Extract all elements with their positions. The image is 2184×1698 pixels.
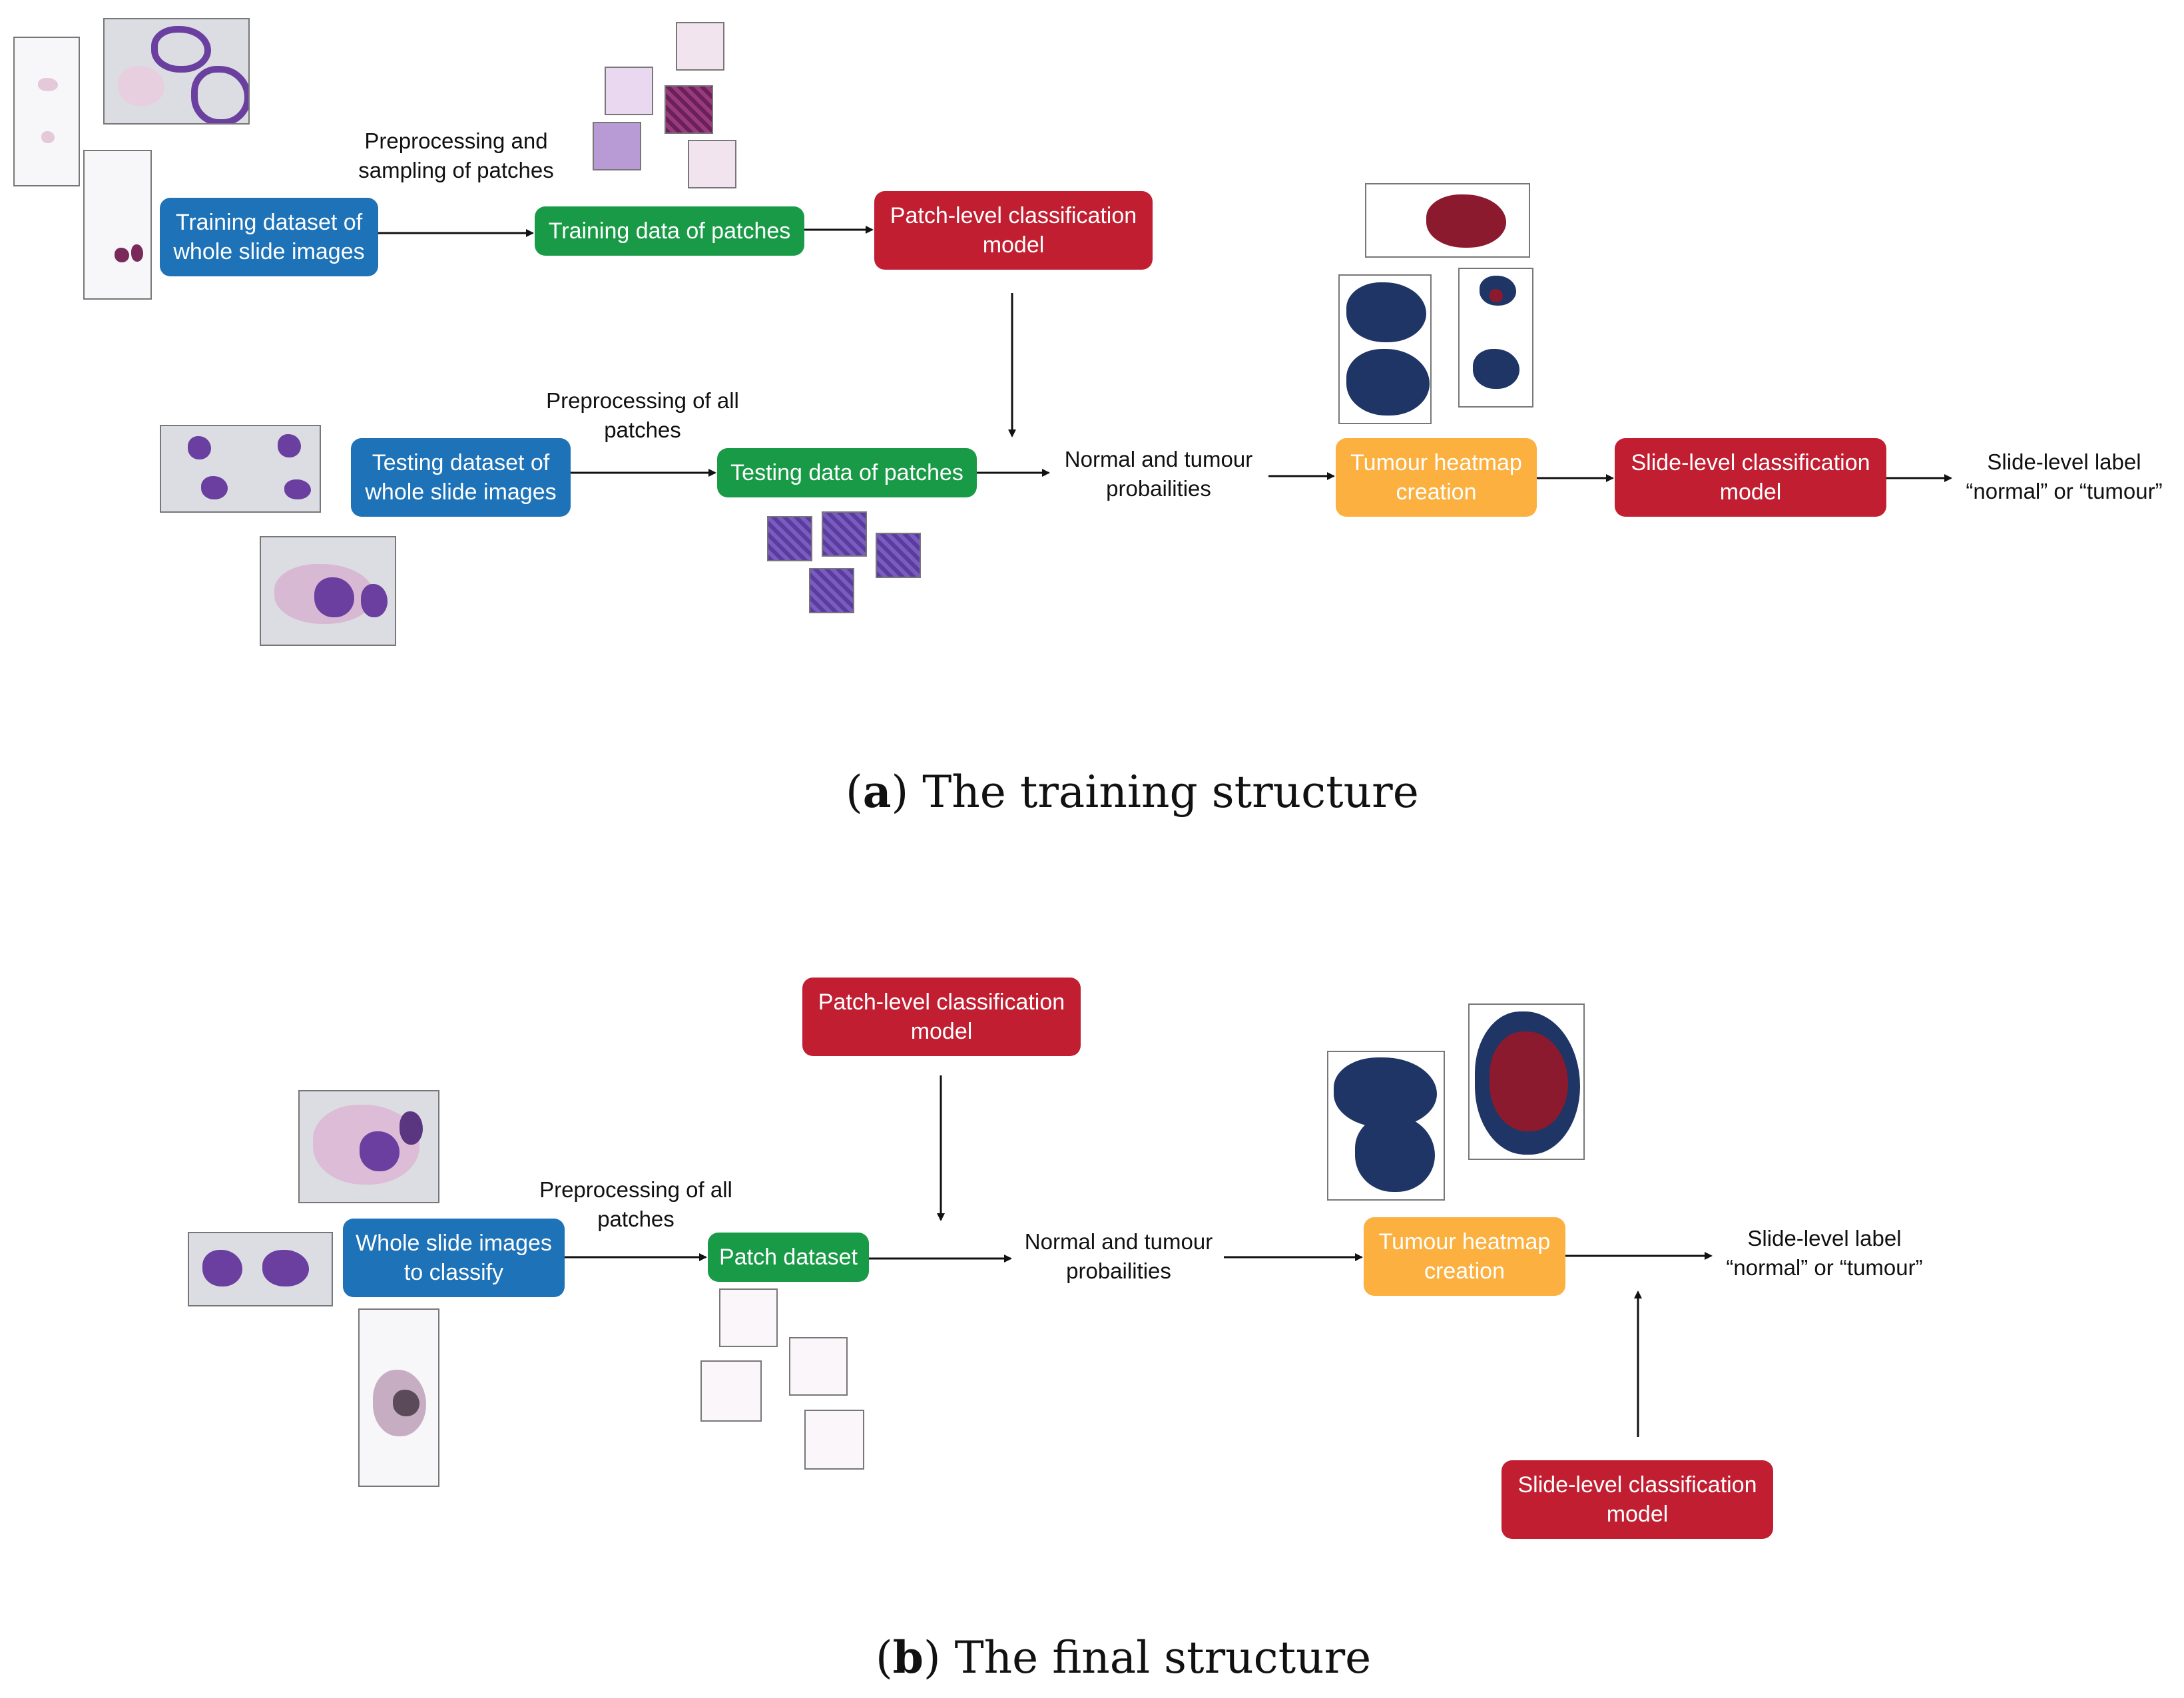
patch-model-b-line-1: Patch-level classification	[818, 990, 1065, 1015]
training-patch-thumbnail-3	[665, 85, 713, 134]
final-heatmap-thumbnail-2	[1468, 1003, 1585, 1160]
probabilities-b-line-1: Normal and tumour	[1024, 1229, 1213, 1254]
slide-model-a-line-1: Slide-level classification	[1631, 450, 1870, 475]
training-patches-label: Training data of patches	[548, 218, 791, 244]
heatmap-box-a: Tumour heatmap creation	[1336, 438, 1537, 517]
heatmap-a-line-2: creation	[1396, 479, 1477, 505]
slide-model-box-b: Slide-level classification model	[1502, 1460, 1773, 1539]
testing-patch-thumbnail-3	[876, 533, 921, 578]
patch-model-a-line-2: model	[982, 232, 1045, 258]
heatmap-b-line-2: creation	[1424, 1259, 1505, 1284]
slide-model-b-line-2: model	[1606, 1502, 1669, 1527]
slide-label-b-line-2: “normal” or “tumour”	[1726, 1255, 1923, 1280]
wsi-classify-line-1: Whole slide images	[356, 1231, 552, 1256]
slide-label-a-line-1: Slide-level label	[1987, 449, 2141, 474]
preprocessing-sampling-line-2: sampling of patches	[358, 158, 554, 182]
slide-label-b-line-1: Slide-level label	[1747, 1226, 1902, 1251]
caption-a-text: The training structure	[922, 766, 1419, 818]
training-dataset-line-1: Training dataset of	[175, 210, 363, 235]
preprocessing-sampling-label: Preprocessing and sampling of patches	[326, 127, 586, 185]
slide-label-a: Slide-level label “normal” or “tumour”	[1944, 447, 2184, 506]
heatmap-thumbnail-3	[1458, 268, 1533, 408]
patch-dataset-box: Patch dataset	[708, 1233, 869, 1282]
training-patch-thumbnail-1	[676, 22, 724, 71]
final-slide-thumbnail-3	[358, 1308, 439, 1487]
training-slide-thumbnail-2	[103, 18, 250, 125]
final-patch-thumbnail-1	[719, 1288, 778, 1347]
heatmap-b-line-1: Tumour heatmap	[1378, 1229, 1551, 1255]
training-patch-thumbnail-4	[593, 122, 641, 170]
final-patch-thumbnail-3	[700, 1360, 762, 1422]
training-patches-box: Training data of patches	[535, 206, 804, 256]
preprocessing-sampling-line-1: Preprocessing and	[364, 129, 548, 153]
slide-label-b: Slide-level label “normal” or “tumour”	[1705, 1224, 1944, 1282]
slide-model-a-line-2: model	[1719, 479, 1782, 505]
slide-label-a-line-2: “normal” or “tumour”	[1966, 479, 2163, 503]
testing-dataset-line-1: Testing dataset of	[372, 450, 550, 475]
heatmap-thumbnail-2	[1338, 274, 1432, 424]
patch-model-box-b: Patch-level classification model	[802, 978, 1081, 1056]
probabilities-a-line-1: Normal and tumour	[1064, 447, 1253, 471]
slide-model-b-line-1: Slide-level classification	[1517, 1472, 1757, 1498]
patch-model-box-a: Patch-level classification model	[874, 191, 1153, 270]
final-patch-thumbnail-4	[804, 1410, 864, 1470]
probabilities-a-line-2: probailities	[1106, 476, 1211, 501]
heatmap-thumbnail-1	[1365, 183, 1530, 258]
patch-dataset-label: Patch dataset	[719, 1245, 858, 1270]
testing-dataset-line-2: whole slide images	[365, 479, 557, 505]
testing-slide-thumbnail-2	[260, 536, 396, 646]
training-patch-thumbnail-5	[688, 140, 736, 188]
training-slide-thumbnail-3	[83, 150, 152, 300]
probabilities-b-line-2: probailities	[1066, 1259, 1171, 1283]
preprocessing-all-a-line-2: patches	[604, 418, 681, 442]
testing-patches-label: Testing data of patches	[730, 460, 963, 485]
testing-slide-thumbnail-1	[160, 425, 321, 513]
testing-patch-thumbnail-4	[809, 568, 854, 613]
preprocessing-all-a-line-1: Preprocessing of all	[546, 388, 739, 413]
preprocessing-all-label-a: Preprocessing of all patches	[526, 386, 759, 445]
probabilities-label-b: Normal and tumour probailities	[1002, 1227, 1235, 1286]
wsi-classify-box: Whole slide images to classify	[343, 1219, 565, 1297]
final-heatmap-thumbnail-1	[1327, 1051, 1445, 1201]
caption-b: (b) The final structure	[876, 1631, 1372, 1683]
training-slide-thumbnail-1	[13, 37, 80, 186]
preprocessing-all-b-line-1: Preprocessing of all	[539, 1177, 732, 1202]
caption-a-letter: a	[862, 766, 892, 818]
probabilities-label-a: Normal and tumour probailities	[1042, 445, 1275, 503]
preprocessing-all-b-line-2: patches	[597, 1207, 675, 1231]
testing-patches-box: Testing data of patches	[717, 448, 977, 497]
training-dataset-line-2: whole slide images	[173, 239, 365, 264]
final-slide-thumbnail-2	[188, 1232, 333, 1306]
preprocessing-all-label-b: Preprocessing of all patches	[519, 1175, 752, 1234]
caption-b-text: The final structure	[954, 1632, 1372, 1683]
slide-model-box-a: Slide-level classification model	[1615, 438, 1886, 517]
training-patch-thumbnail-2	[605, 67, 653, 115]
testing-patch-thumbnail-1	[767, 516, 812, 561]
final-patch-thumbnail-2	[789, 1337, 848, 1396]
testing-patch-thumbnail-2	[822, 511, 867, 557]
heatmap-a-line-1: Tumour heatmap	[1350, 450, 1522, 475]
wsi-classify-line-2: to classify	[404, 1260, 504, 1285]
patch-model-b-line-2: model	[910, 1019, 973, 1044]
caption-b-letter: b	[892, 1631, 924, 1683]
heatmap-box-b: Tumour heatmap creation	[1364, 1217, 1565, 1296]
training-dataset-box: Training dataset of whole slide images	[160, 198, 378, 276]
patch-model-a-line-1: Patch-level classification	[890, 203, 1137, 228]
testing-dataset-box: Testing dataset of whole slide images	[351, 438, 571, 517]
final-slide-thumbnail-1	[298, 1090, 439, 1203]
caption-a: (a) The training structure	[846, 766, 1419, 818]
